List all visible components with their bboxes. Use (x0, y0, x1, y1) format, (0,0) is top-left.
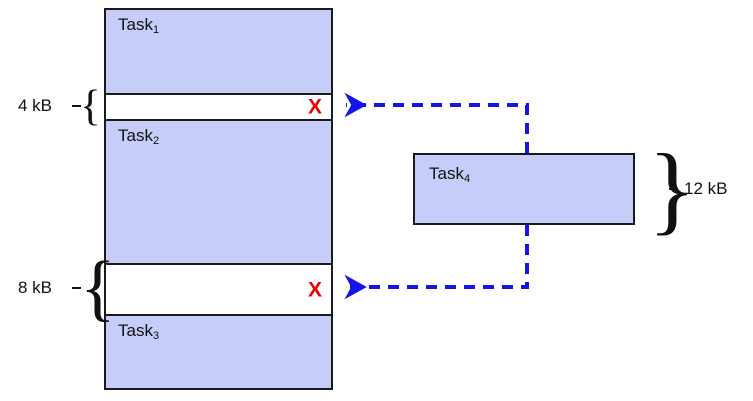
gap-brace-4kb: { (80, 82, 101, 130)
incoming-task-size-label: 12 kB (684, 179, 728, 198)
memory-block-task1-label: Task1 (118, 15, 160, 36)
incoming-task-label: Task4 (429, 164, 471, 185)
gap-tick-4kb (72, 105, 81, 107)
memory-block-task1: Task1 (106, 10, 331, 95)
reject-mark-icon-4kb: X (307, 95, 322, 119)
memory-block-task2: Task2 (106, 119, 331, 265)
free-gap-8kb: X (106, 265, 331, 314)
memory-block-task3-label: Task3 (118, 321, 160, 342)
gap-brace-8kb: { (80, 247, 116, 329)
memory-column: Task1 X Task2 X Task3 (104, 8, 333, 390)
gap-tick-8kb (72, 287, 81, 289)
reject-mark-icon-8kb: X (307, 278, 322, 301)
gap-size-label-8kb: 8 kB (18, 278, 53, 297)
memory-block-task3: Task3 (106, 314, 331, 388)
arrow-to-8kb-gap (344, 225, 529, 300)
incoming-task-box: Task4 (413, 153, 635, 225)
arrow-to-4kb-gap (344, 92, 529, 153)
free-gap-4kb: X (106, 95, 331, 119)
incoming-task-tick (669, 188, 678, 190)
memory-block-task2-label: Task2 (118, 126, 160, 147)
gap-size-label-4kb: 4 kB (18, 96, 53, 115)
